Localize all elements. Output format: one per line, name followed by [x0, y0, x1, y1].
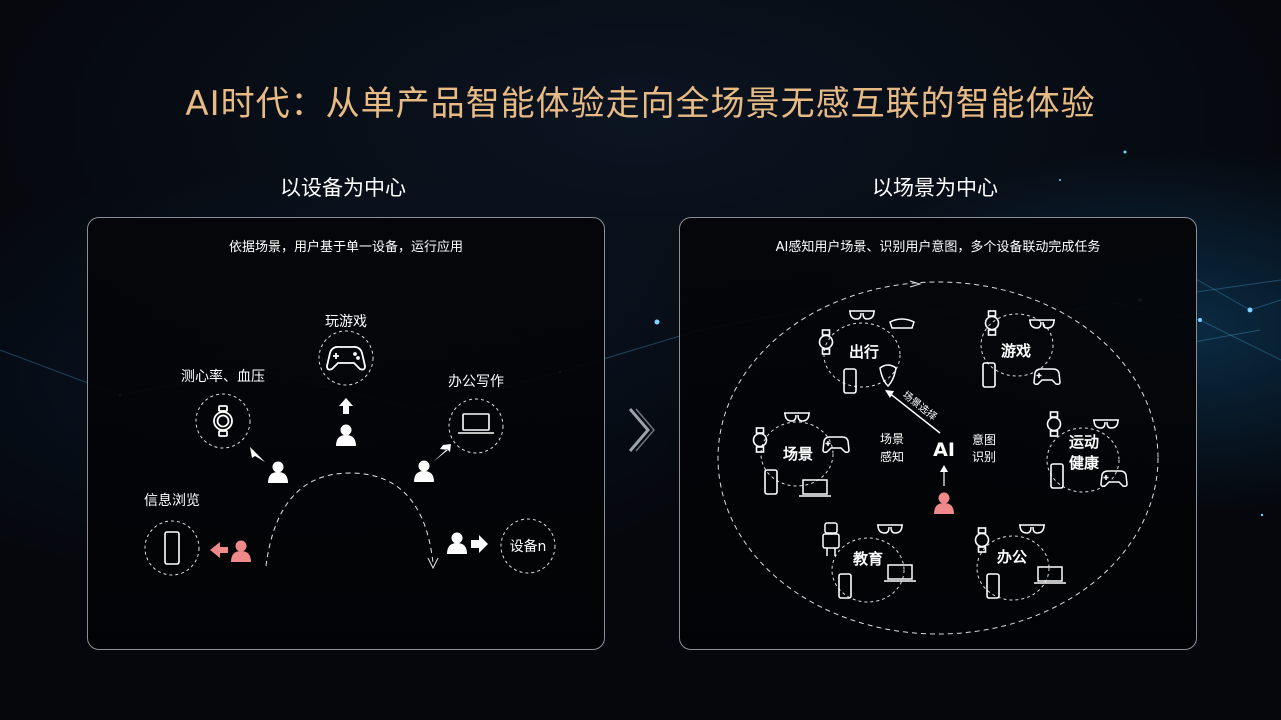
- chevron-right-icon: [628, 408, 655, 452]
- arrow-up-icon: [339, 398, 353, 414]
- user-icon: [447, 532, 467, 554]
- left-caption: 依据场景，用户基于单一设备，运行应用: [228, 240, 463, 255]
- smartwatch-icon: [818, 329, 834, 355]
- car-icon: [889, 318, 915, 329]
- gamepad-icon: [326, 345, 366, 371]
- phone-circle: [144, 520, 200, 576]
- laptop-circle: [448, 398, 504, 454]
- left-heading: 以设备为中心: [280, 176, 406, 200]
- flow-arc: [265, 472, 434, 567]
- user-icon: [336, 424, 356, 446]
- label-education: 教育: [852, 550, 883, 568]
- smartwatch-icon: [1046, 411, 1062, 437]
- vr-glasses-icon: [1092, 419, 1120, 429]
- device-centric-panel: 依据场景，用户基于单一设备，运行应用 玩游戏 测心率、血压: [87, 217, 605, 650]
- selection-arrow: [887, 391, 941, 434]
- phone-icon: [764, 469, 778, 495]
- phone-icon: [1050, 463, 1064, 489]
- sport-cluster: [1046, 427, 1120, 493]
- scene-cluster: [760, 421, 834, 487]
- label-device-n: 设备n: [510, 538, 547, 555]
- education-cluster: [831, 537, 905, 603]
- user-icon: [268, 461, 288, 483]
- label-sport: 运动: [1069, 433, 1099, 451]
- location-icon: [879, 364, 897, 388]
- right-caption: AI感知用户场景、识别用户意图，多个设备联动完成任务: [775, 240, 1101, 255]
- robot-icon: [822, 522, 840, 556]
- laptop-icon: [458, 413, 494, 434]
- arrow-right-icon: [471, 535, 488, 553]
- label-office: 办公写作: [448, 374, 504, 390]
- device-centric-diagram: 玩游戏 测心率、血压 办公写作: [144, 314, 556, 576]
- ecosystem-ellipse: [717, 281, 1159, 635]
- smartwatch-icon: [974, 527, 990, 553]
- label-intent-2: 识别: [972, 450, 996, 464]
- scene-centric-diagram: 出行 游戏 运动 健康 场景: [717, 280, 1159, 635]
- label-heart-rate: 测心率、血压: [181, 368, 265, 385]
- vr-glasses-icon: [783, 412, 811, 422]
- label-ai: AI: [933, 439, 955, 461]
- scene-centric-panel: AI感知用户场景、识别用户意图，多个设备联动完成任务 出行: [679, 217, 1197, 650]
- user-icon: [414, 460, 434, 482]
- laptop-icon: [883, 564, 917, 582]
- label-intent-1: 意图: [972, 432, 996, 447]
- game-cluster: [980, 313, 1054, 377]
- label-game: 游戏: [1001, 342, 1031, 360]
- watch-circle: [195, 393, 251, 449]
- vr-glasses-icon: [1028, 319, 1056, 329]
- vr-glasses-icon: [848, 310, 876, 320]
- office-cluster: [976, 535, 1050, 601]
- label-browse: 信息浏览: [144, 492, 200, 509]
- arrow-left-icon: [210, 542, 228, 558]
- arrow-icon: [433, 444, 451, 462]
- gamepad-icon: [822, 436, 850, 453]
- game-circle: [318, 330, 374, 386]
- device-n-circle: [500, 518, 556, 574]
- smartwatch-icon: [213, 405, 233, 437]
- vr-glasses-icon: [1018, 524, 1046, 534]
- label-game: 玩游戏: [325, 314, 367, 330]
- gamepad-icon: [1033, 368, 1061, 385]
- phone-icon: [164, 531, 180, 565]
- travel-cluster: [823, 322, 901, 388]
- user-icon-active: [934, 492, 954, 514]
- label-perceive-2: 感知: [880, 449, 904, 464]
- user-icon-active: [231, 540, 251, 562]
- phone-icon: [843, 368, 857, 394]
- laptop-icon: [798, 479, 832, 497]
- page-title: AI时代：从单产品智能体验走向全场景无感互联的智能体验: [185, 84, 1096, 124]
- label-office: 办公: [997, 548, 1027, 566]
- smartwatch-icon: [984, 310, 1000, 336]
- phone-icon: [982, 362, 996, 388]
- label-health: 健康: [1069, 454, 1100, 472]
- right-heading: 以场景为中心: [872, 176, 998, 200]
- label-perceive-1: 场景: [880, 432, 904, 446]
- label-scene: 场景: [783, 445, 813, 463]
- laptop-icon: [1033, 566, 1067, 584]
- gamepad-icon: [1100, 470, 1128, 487]
- vr-glasses-icon: [876, 524, 904, 534]
- arrow-icon: [250, 447, 265, 462]
- label-travel: 出行: [849, 343, 879, 361]
